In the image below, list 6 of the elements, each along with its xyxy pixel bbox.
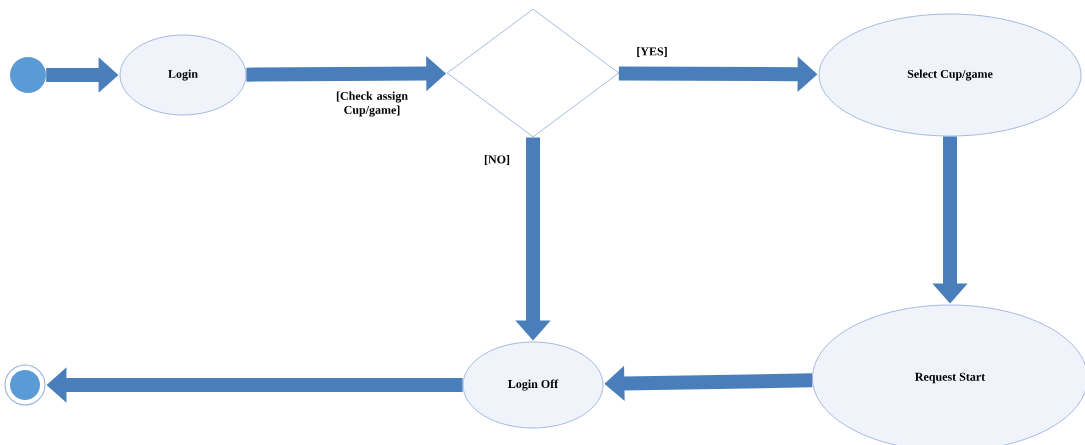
edge-label: [YES] [637, 47, 667, 57]
edge-label: [Check assign Cup/game] [336, 91, 408, 117]
decision-diamond [446, 8, 620, 138]
edge-label: [NO] [484, 155, 510, 165]
start-dot [10, 57, 46, 93]
end-dot [4, 364, 46, 406]
